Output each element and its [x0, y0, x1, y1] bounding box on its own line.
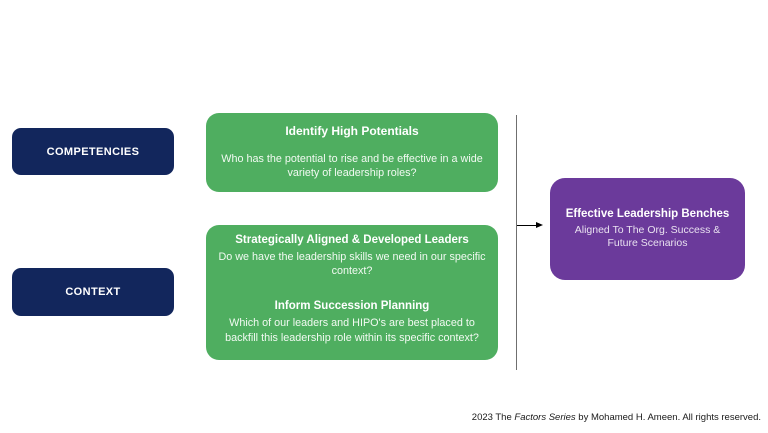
competencies-label-box: COMPETENCIES	[12, 128, 174, 175]
arrow-shaft	[517, 225, 537, 226]
aligned-leaders-heading: Strategically Aligned & Developed Leader…	[235, 234, 469, 246]
succession-planning-heading: Inform Succession Planning	[274, 300, 430, 313]
succession-planning-question: Which of our leaders and HIPO's are best…	[225, 317, 479, 344]
copyright-prefix: 2023 The	[471, 412, 515, 423]
aligned-developed-leaders-box: Strategically Aligned & Developed Leader…	[206, 225, 498, 360]
context-label-box: CONTEXT	[12, 268, 174, 316]
copyright-suffix: by Mohamed H. Ameen. All rights reserved…	[575, 412, 761, 423]
identify-high-potentials-heading: Identify High Potentials	[285, 124, 419, 138]
divider-line	[516, 115, 517, 370]
arrow-head-icon	[536, 222, 543, 228]
copyright-text: 2023 The Factors Series by Mohamed H. Am…	[472, 412, 761, 423]
outcome-subtext: Aligned To The Org. Success & Future Sce…	[574, 223, 721, 250]
competencies-label: COMPETENCIES	[46, 145, 140, 158]
context-label: CONTEXT	[65, 286, 121, 298]
copyright-series-name: Factors Series	[514, 412, 576, 423]
effective-leadership-benches-box: Effective Leadership Benches Aligned To …	[550, 178, 745, 280]
aligned-leaders-question: Do we have the leadership skills we need…	[218, 250, 486, 278]
outcome-heading: Effective Leadership Benches	[565, 207, 730, 220]
arrow-connector	[517, 221, 543, 230]
identify-high-potentials-box: Identify High Potentials Who has the pot…	[206, 113, 498, 192]
identify-high-potentials-question: Who has the potential to rise and be eff…	[221, 152, 483, 179]
